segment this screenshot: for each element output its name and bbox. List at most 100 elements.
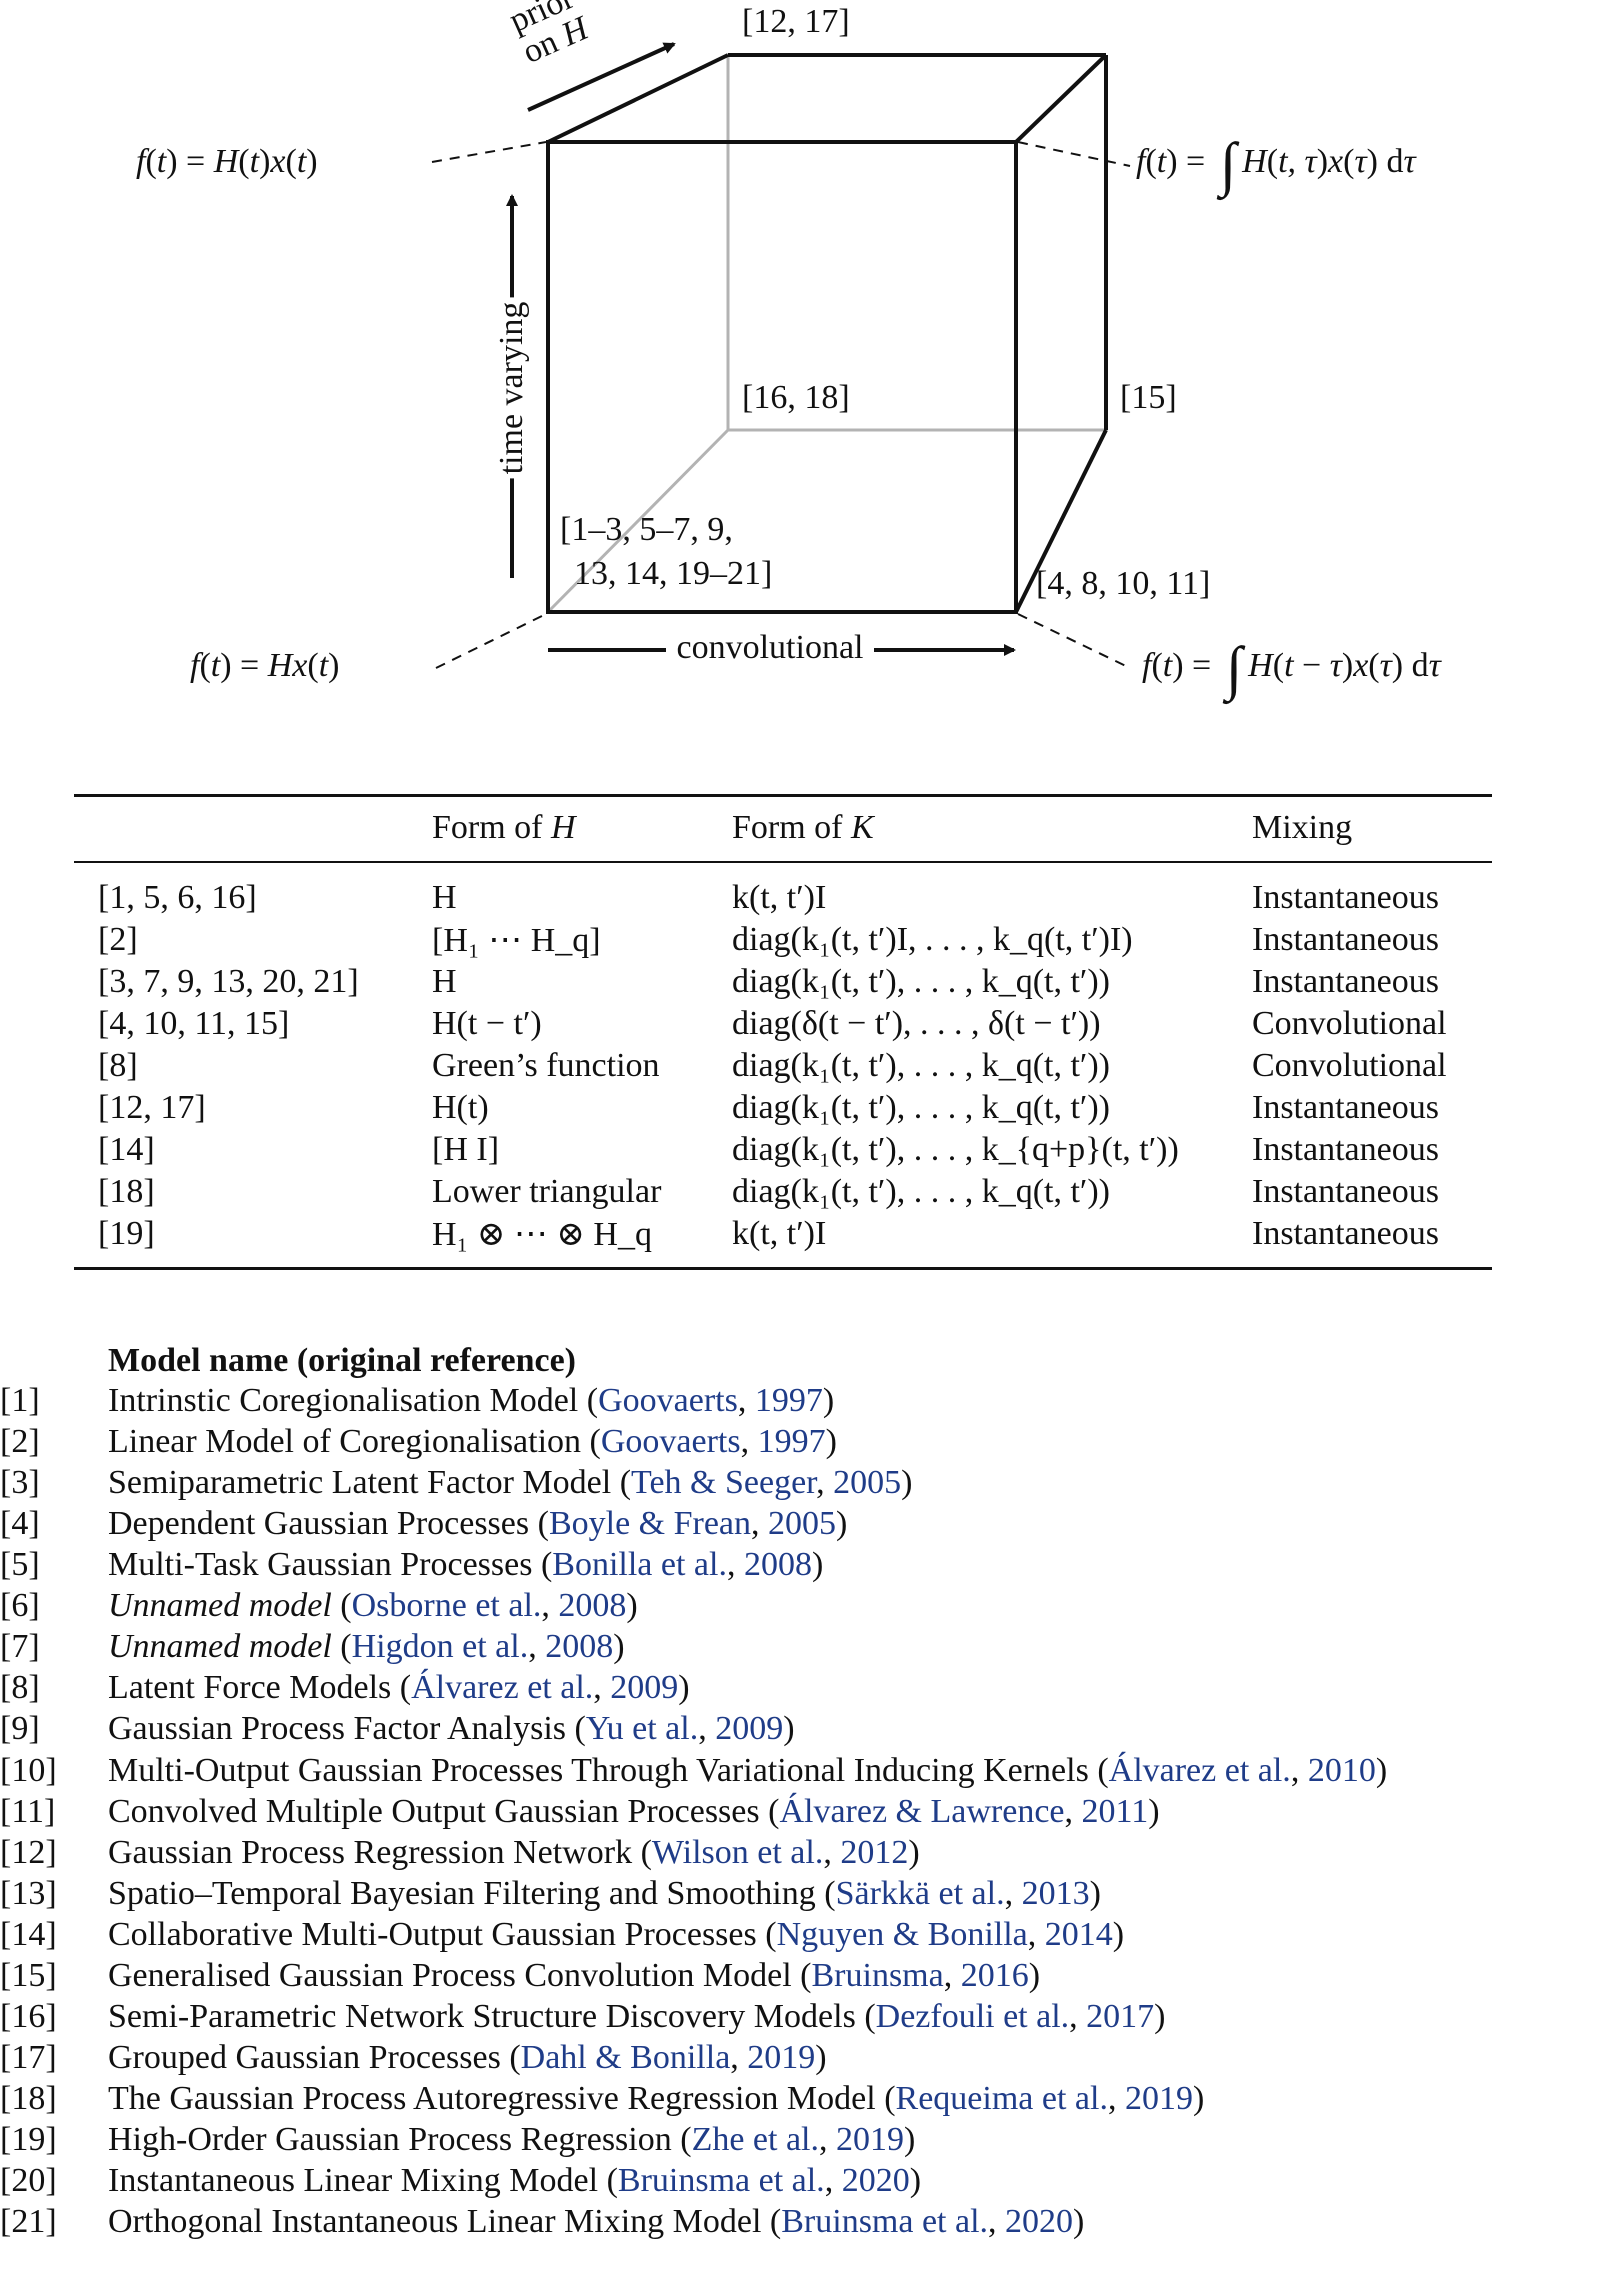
citation-year-link[interactable]: 2020 — [1005, 2203, 1074, 2240]
citation-year-link[interactable]: 2016 — [960, 1957, 1029, 1994]
citation-year-link[interactable]: 2009 — [610, 1669, 679, 1706]
time-varying-label: time varying — [492, 297, 532, 479]
convolutional-label: convolutional — [676, 629, 864, 666]
reference-entry: Semi-Parametric Network Structure Discov… — [108, 1998, 1166, 2035]
citation-year-link[interactable]: 2020 — [841, 2162, 910, 2199]
hidden-edge-diagonal — [546, 428, 730, 614]
reference-entry: Intrinstic Coregionalisation Model (Goov… — [108, 1382, 835, 1419]
citation-authors-link[interactable]: Bonilla et al. — [552, 1546, 727, 1583]
header-mixing: Mixing — [1252, 794, 1492, 863]
reference-number: [18] — [0, 2080, 57, 2117]
model-name: Semi-Parametric Network Structure Discov… — [108, 1998, 856, 2035]
citation-year-link[interactable]: 2017 — [1086, 1998, 1155, 2035]
prior-on-h-arrow — [527, 42, 676, 112]
citation-authors-link[interactable]: Dahl & Bonilla — [520, 2039, 731, 2076]
table-cell-form-h: [H₁ ⋯ H_q] — [432, 922, 601, 959]
table-cell-mixing: Convolutional — [1252, 1005, 1447, 1042]
table-cell-form-k: diag(k₁(t, t′), . . . , k_{q+p}(t, t′)) — [732, 1131, 1179, 1168]
table-cell-form-k: k(t, t′)I — [732, 879, 827, 916]
citation-year-link[interactable]: 2011 — [1081, 1793, 1149, 1830]
citation-authors-link[interactable]: Requeima et al. — [895, 2080, 1108, 2117]
table-cell-ref: [3, 7, 9, 13, 20, 21] — [98, 963, 359, 1000]
model-name: Unnamed model — [108, 1628, 332, 1665]
reference-entry: Dependent Gaussian Processes (Boyle & Fr… — [108, 1505, 848, 1542]
reference-entry: Gaussian Process Factor Analysis (Yu et … — [108, 1710, 795, 1747]
citation-year-link[interactable]: 2005 — [833, 1464, 902, 1501]
citation-year-link[interactable]: 2005 — [768, 1505, 837, 1542]
leader-top-left — [431, 141, 547, 163]
reference-entry: Collaborative Multi-Output Gaussian Proc… — [108, 1916, 1125, 1953]
citation-authors-link[interactable]: Särkkä et al. — [835, 1875, 1005, 1912]
model-name: Generalised Gaussian Process Convolution… — [108, 1957, 792, 1994]
citation-authors-link[interactable]: Yu et al. — [585, 1710, 699, 1747]
reference-entry: Convolved Multiple Output Gaussian Proce… — [108, 1793, 1160, 1830]
corner-label-16-18: [16, 18] — [742, 379, 850, 416]
citation-authors-link[interactable]: Álvarez et al. — [411, 1669, 594, 1706]
citation-year-link[interactable]: 2008 — [545, 1628, 614, 1665]
leader-bottom-right — [1017, 613, 1131, 669]
citation-authors-link[interactable]: Higdon et al. — [351, 1628, 529, 1665]
citation-year-link[interactable]: 2019 — [747, 2039, 816, 2076]
citation-year-link[interactable]: 2013 — [1021, 1875, 1090, 1912]
cube-figure: prior on H time varying convolutional [1… — [0, 0, 1608, 700]
model-name: Semiparametric Latent Factor Model — [108, 1464, 612, 1501]
equation-bottom-right: f(t) = ∫H(t − τ)x(τ) dτ — [1142, 635, 1441, 701]
citation-authors-link[interactable]: Álvarez & Lawrence — [779, 1793, 1065, 1830]
citation-authors-link[interactable]: Goovaerts — [598, 1382, 738, 1419]
citation-year-link[interactable]: 2019 — [1124, 2080, 1193, 2117]
reference-number: [21] — [0, 2203, 57, 2240]
citation-authors-link[interactable]: Wilson et al. — [651, 1834, 824, 1871]
model-name: Multi-Output Gaussian Processes Through … — [108, 1752, 1089, 1789]
citation-year-link[interactable]: 2012 — [840, 1834, 909, 1871]
cube-top-left-edge — [547, 53, 729, 144]
reference-entry: Grouped Gaussian Processes (Dahl & Bonil… — [108, 2039, 827, 2076]
citation-authors-link[interactable]: Álvarez et al. — [1108, 1752, 1291, 1789]
reference-number: [9] — [0, 1710, 40, 1747]
citation-authors-link[interactable]: Dezfouli et al. — [875, 1998, 1070, 2035]
cube-front-face — [546, 140, 1018, 614]
citation-year-link[interactable]: 2010 — [1307, 1752, 1376, 1789]
citation-authors-link[interactable]: Bruinsma et al. — [617, 2162, 825, 2199]
citation-authors-link[interactable]: Bruinsma — [811, 1957, 944, 1994]
citation-authors-link[interactable]: Osborne et al. — [351, 1587, 542, 1624]
model-name: Latent Force Models — [108, 1669, 392, 1706]
table-cell-form-k: diag(k₁(t, t′), . . . , k_q(t, t′)) — [732, 1047, 1110, 1084]
model-name: Instantaneous Linear Mixing Model — [108, 2162, 599, 2199]
citation-authors-link[interactable]: Bruinsma et al. — [781, 2203, 989, 2240]
table-row: [4, 10, 11, 15]H(t − t′)diag(δ(t − t′), … — [74, 1003, 1492, 1045]
reference-number: [1] — [0, 1382, 40, 1419]
citation-year-link[interactable]: 2014 — [1044, 1916, 1113, 1953]
citation-authors-link[interactable]: Goovaerts — [600, 1423, 741, 1460]
reference-entry: Unnamed model (Higdon et al., 2008) — [108, 1628, 625, 1665]
table-cell-ref: [4, 10, 11, 15] — [98, 1005, 290, 1042]
hidden-edges — [546, 55, 1106, 614]
reference-number: [6] — [0, 1587, 40, 1624]
reference-number: [13] — [0, 1875, 57, 1912]
citation-year-link[interactable]: 1997 — [757, 1423, 826, 1460]
citation-authors-link[interactable]: Teh & Seeger — [631, 1464, 817, 1501]
equation-top-left: f(t) = H(t)x(t) — [136, 143, 318, 180]
table-cell-form-h: Lower triangular — [432, 1173, 662, 1210]
citation-year-link[interactable]: 1997 — [754, 1382, 823, 1419]
table-row: [14][H I]diag(k₁(t, t′), . . . , k_{q+p}… — [74, 1129, 1492, 1171]
citation-year-link[interactable]: 2008 — [558, 1587, 627, 1624]
citation-year-link[interactable]: 2008 — [743, 1546, 812, 1583]
reference-number: [10] — [0, 1752, 57, 1789]
citation-year-link[interactable]: 2019 — [836, 2121, 904, 2158]
model-name: Dependent Gaussian Processes — [108, 1505, 530, 1542]
table-cell-mixing: Instantaneous — [1252, 1089, 1439, 1126]
citation-authors-link[interactable]: Boyle & Frean — [548, 1505, 752, 1542]
corner-label-1-21: [1–3, 5–7, 9, 13, 14, 19–21] — [560, 508, 772, 596]
citation-authors-link[interactable]: Nguyen & Bonilla — [776, 1916, 1028, 1953]
citation-year-link[interactable]: 2009 — [715, 1710, 784, 1747]
table-cell-ref: [12, 17] — [98, 1089, 206, 1126]
reference-entry: Multi-Output Gaussian Processes Through … — [108, 1752, 1388, 1789]
reference-entry: Latent Force Models (Álvarez et al., 200… — [108, 1669, 690, 1706]
model-name: Gaussian Process Regression Network — [108, 1834, 633, 1871]
citation-authors-link[interactable]: Zhe et al. — [691, 2121, 819, 2158]
table-row: [12, 17]H(t)diag(k₁(t, t′), . . . , k_q(… — [74, 1087, 1492, 1129]
table-cell-form-h: [H I] — [432, 1131, 500, 1168]
